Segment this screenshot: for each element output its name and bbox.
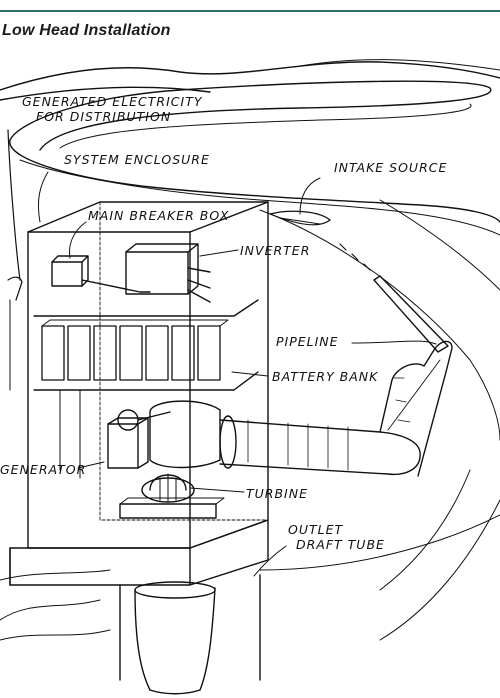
label-turbine: TURBINE — [246, 486, 308, 501]
label-inverter: INVERTER — [240, 243, 311, 258]
label-outlet: OUTLET — [288, 522, 344, 537]
distribution-cable — [7, 129, 23, 391]
inverter-box — [125, 243, 211, 303]
label-generated-electricity-line1: GENERATED ELECTRICITY — [22, 94, 203, 109]
generator — [107, 409, 171, 469]
label-generator: GENERATOR — [0, 462, 87, 477]
pipeline — [219, 275, 453, 477]
draft-tube-shaft — [0, 574, 261, 695]
main-breaker-box — [51, 255, 151, 293]
label-intake-source: INTAKE SOURCE — [334, 160, 448, 175]
battery-bank — [33, 299, 259, 479]
label-draft-tube: DRAFT TUBE — [296, 537, 385, 552]
header-rule — [0, 10, 500, 12]
label-main-breaker-box: MAIN BREAKER BOX — [88, 208, 230, 223]
label-generated-electricity-line2: FOR DISTRIBUTION — [36, 109, 172, 124]
leader-lines — [37, 171, 437, 577]
label-pipeline: PIPELINE — [276, 334, 339, 349]
label-battery-bank: BATTERY BANK — [272, 369, 379, 384]
page-title: Low Head Installation — [2, 22, 171, 39]
hillside — [0, 199, 500, 641]
concrete-base — [9, 519, 269, 586]
label-system-enclosure: SYSTEM ENCLOSURE — [64, 152, 210, 167]
